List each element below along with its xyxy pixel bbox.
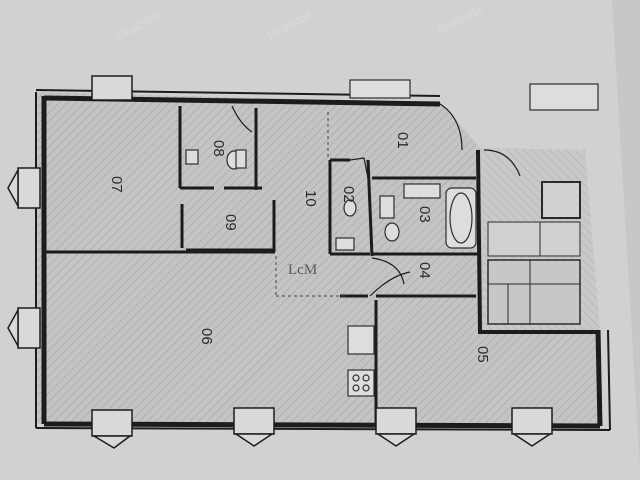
cooktop: [347, 369, 375, 397]
sink-03: [403, 183, 441, 199]
toilet-02: [343, 199, 357, 217]
room-label-05: 05: [474, 346, 491, 363]
floor-hatch: [36, 92, 600, 424]
interior-walls: [44, 106, 478, 424]
room-label-06: 06: [198, 328, 215, 345]
room-label-09: 09: [222, 214, 239, 231]
room-labels: 07 08 09 10 01 02 03 04 06 05: [108, 132, 491, 363]
fixtures: [185, 79, 599, 397]
room-label-04: 04: [416, 262, 433, 279]
sink-02: [335, 237, 355, 251]
room-label-03: 03: [416, 206, 433, 223]
room-label-01: 01: [394, 132, 411, 149]
door-swings: [231, 103, 521, 297]
room-label-07: 07: [108, 176, 125, 193]
room-label-10: 10: [302, 190, 319, 207]
bidet-03: [384, 222, 400, 242]
windows: [7, 75, 553, 449]
room-label-02: 02: [340, 186, 357, 203]
sink-08: [185, 149, 199, 165]
architect-stamp: LcM: [288, 262, 317, 278]
room-label-08: 08: [210, 140, 227, 157]
kitchen-sink: [347, 325, 375, 355]
